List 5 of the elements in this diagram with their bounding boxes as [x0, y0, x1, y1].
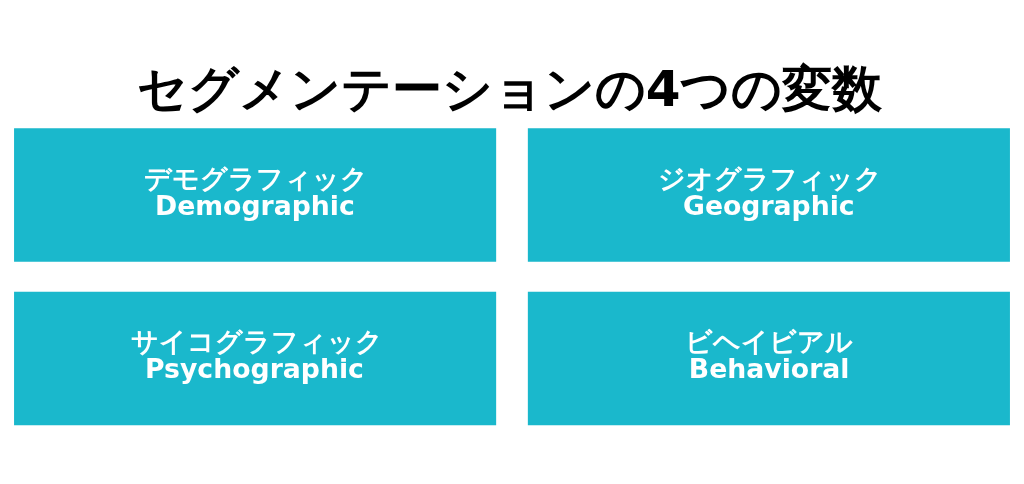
diagram-title: セグメンテーションの4つの変数: [136, 59, 883, 118]
node-box: サイコグラフィック Psychographic: [14, 291, 497, 425]
node-box: ビヘイビアル Behavioral: [527, 291, 1010, 425]
node-box: デモグラフィック Demographic: [14, 127, 497, 262]
node-box: ジオグラフィック Geographic: [527, 127, 1010, 262]
